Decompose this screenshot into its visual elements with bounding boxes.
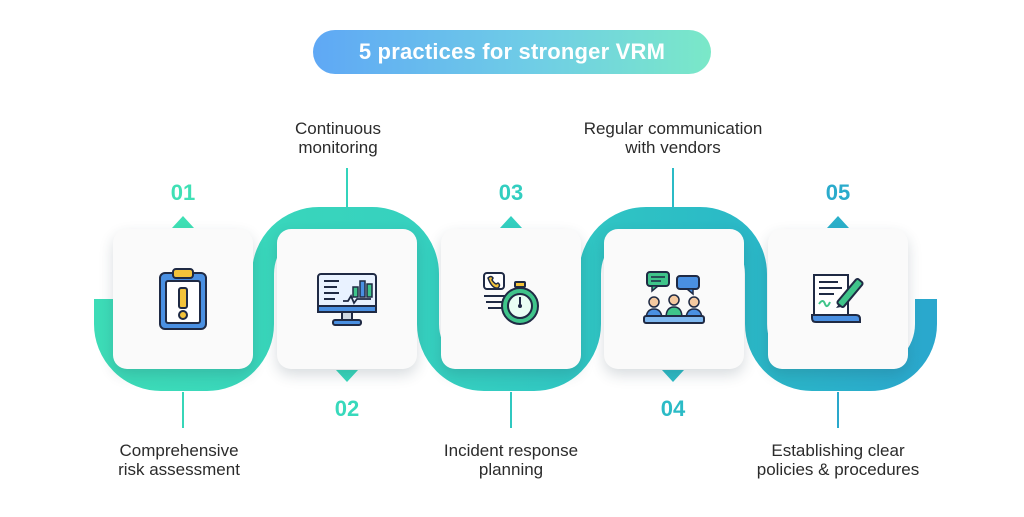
- pointer-triangle-1: [172, 216, 194, 228]
- pointer-triangle-4: [662, 370, 684, 382]
- step-number-3: 03: [498, 180, 524, 205]
- pointer-triangle-5: [827, 216, 849, 228]
- step-label-4: Regular communication with vendors: [583, 119, 763, 157]
- step-label-2: Continuous monitoring: [294, 119, 381, 157]
- step-card-2: [277, 229, 417, 369]
- step-label-5: Establishing clear policies & procedures: [756, 441, 920, 479]
- step-card-5: [768, 229, 908, 369]
- title-banner: 5 practices for stronger VRM: [313, 30, 711, 74]
- monitor-dashboard-icon: [317, 273, 377, 326]
- step-number-5: 05: [825, 180, 851, 205]
- page-title: 5 practices for stronger VRM: [358, 39, 666, 64]
- step-card-1: [113, 229, 253, 369]
- snake-path: [94, 207, 937, 391]
- pointer-triangle-3: [500, 216, 522, 228]
- document-signing-icon: [811, 274, 864, 323]
- step-number-4: 04: [660, 396, 686, 421]
- step-card-4: [604, 229, 744, 369]
- phone-stopwatch-icon: [483, 272, 539, 325]
- clipboard-alert-icon: [159, 268, 207, 330]
- step-label-1: Comprehensive risk assessment: [118, 441, 240, 479]
- step-card-3: [441, 229, 581, 369]
- step-number-2: 02: [334, 396, 360, 421]
- step-number-1: 01: [170, 180, 196, 205]
- pointer-triangle-2: [336, 370, 358, 382]
- step-label-3: Incident response planning: [443, 441, 579, 479]
- team-meeting-icon: [643, 271, 705, 324]
